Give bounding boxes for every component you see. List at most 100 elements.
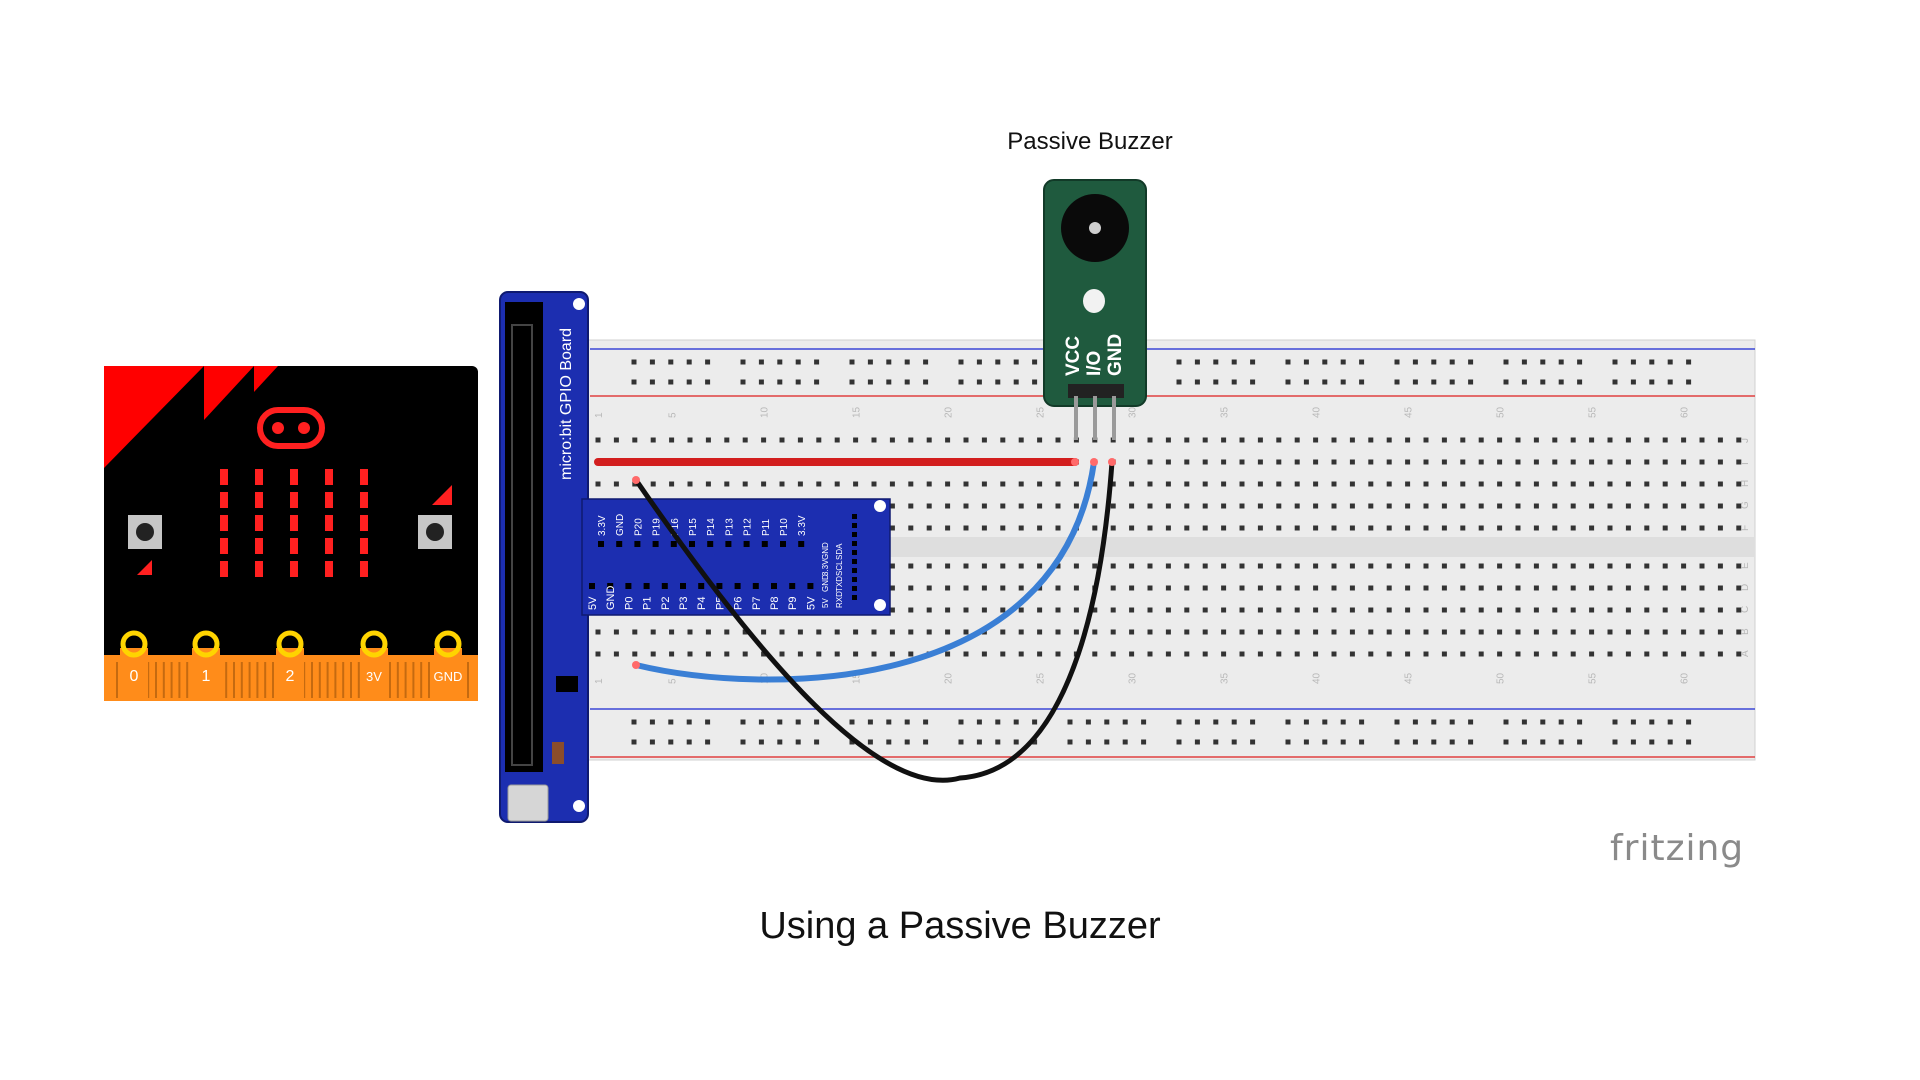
breadboard-hole [1460,607,1466,613]
breadboard-hole [1221,563,1227,569]
breadboard-hole [632,437,638,443]
rail-hole [1540,719,1546,725]
breadboard-hole [1073,481,1079,487]
breadboard-hole [1625,651,1631,657]
rail-hole [668,719,674,725]
column-number: 60 [1680,672,1691,684]
rail-hole [904,719,910,725]
breadboard-hole [981,585,987,591]
breadboard-hole [1055,481,1061,487]
rail-hole [1558,359,1564,365]
breadboard-hole [963,651,969,657]
gpio-board: micro:bit GPIO Board [499,291,589,823]
rail-hole [1176,379,1182,385]
rail-hole [1649,739,1655,745]
breadboard-hole [1129,481,1135,487]
row-letter: I [1740,462,1751,465]
breadboard-hole [779,629,785,635]
row-letter: C [1740,606,1751,613]
breadboard-hole [1441,563,1447,569]
rail-hole [886,359,892,365]
header-pin [707,541,714,547]
breadboard-hole [889,563,895,569]
rail-hole [1322,719,1328,725]
column-number: 5 [668,412,679,418]
breadboard-hole [724,629,730,635]
rail-hole [740,739,746,745]
rail-hole [1667,739,1673,745]
breadboard-hole [1110,525,1116,531]
breadboard-hole [1184,629,1190,635]
breadboard-hole [1644,437,1650,443]
rail-hole [1468,359,1474,365]
breadboard-hole [1331,629,1337,635]
breadboard-hole [1460,459,1466,465]
row-letter: J [1740,438,1751,443]
rail-hole [1686,359,1692,365]
rail-hole [758,719,764,725]
breadboard-hole [981,651,987,657]
row-letter: E [1740,562,1751,569]
breadboard-hole [1644,585,1650,591]
breadboard-hole [1497,459,1503,465]
edge-tooth [240,662,243,698]
breadboard-hole [908,607,914,613]
breadboard-hole [1184,651,1190,657]
blue-wire [633,459,1097,683]
breadboard-hole [908,563,914,569]
breadboard-hole [1478,481,1484,487]
rail-hole [904,739,910,745]
breadboard-hole [834,629,840,635]
breadboard-hole [1368,437,1374,443]
breadboard-hole [797,437,803,443]
breadboard-hole [963,503,969,509]
rail-hole [668,739,674,745]
breadboard-hole [945,503,951,509]
rail-hole [1250,359,1256,365]
led [220,538,228,554]
breadboard-hole [1662,629,1668,635]
breadboard-hole [1221,629,1227,635]
rail-hole [1521,719,1527,725]
edge-pad-label: 3V [366,669,382,684]
rail-hole [1630,379,1636,385]
column-number: 55 [1588,406,1599,418]
breadboard-hole [1736,585,1742,591]
breadboard-hole [908,629,914,635]
breadboard-hole [1110,585,1116,591]
breadboard-hole [1184,563,1190,569]
row-letter: A [1740,650,1751,657]
breadboard-hole [1092,607,1098,613]
header-pin-label: P13 [724,518,735,536]
breadboard-hole [1147,503,1153,509]
led [360,492,368,508]
column-number: 10 [760,406,771,418]
led [360,515,368,531]
breadboard-hole [1570,459,1576,465]
edge-pad-ring [192,630,220,658]
breadboard-hole [1331,607,1337,613]
logo-icon [257,407,325,449]
edge-pad-ring [276,630,304,658]
breadboard-hole [1018,651,1024,657]
rail-hole [1213,719,1219,725]
breadboard-hole [1239,585,1245,591]
edge-tooth [170,662,173,698]
breadboard-hole [1202,585,1208,591]
header-pin [771,583,777,589]
breadboard-hole [1221,607,1227,613]
breadboard-hole [1570,503,1576,509]
breadboard-hole [1239,503,1245,509]
breadboard-hole [1460,437,1466,443]
breadboard-hole [1423,607,1429,613]
header-side-pin-label: RXD [835,591,844,608]
breadboard-hole [1092,525,1098,531]
rail-hole [1303,739,1309,745]
header-pin [852,550,857,555]
header-pin [789,583,796,589]
column-numbers: 1155101015152020252530303535404045455050… [594,406,1691,684]
rail-hole [1340,359,1346,365]
breadboard-hole [1313,503,1319,509]
rail-hole [1104,739,1110,745]
